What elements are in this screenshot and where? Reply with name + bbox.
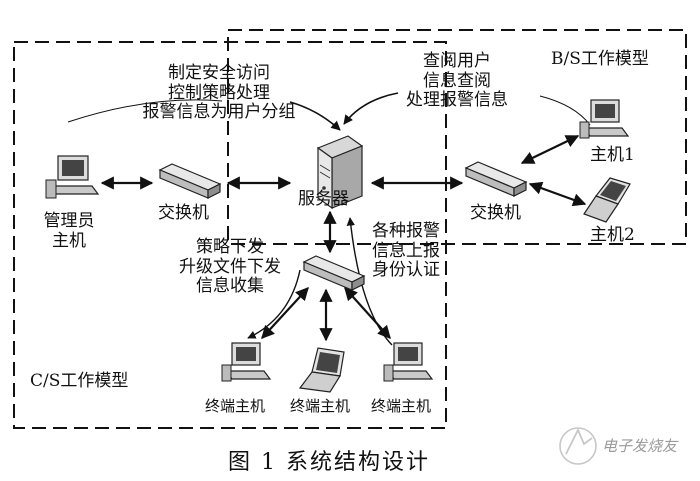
watermark-text: 电子发烧友 xyxy=(602,437,678,455)
host2-label: 主机2 xyxy=(590,225,635,245)
switch-cs-icon xyxy=(302,255,366,291)
server-icon xyxy=(316,135,364,210)
link-bsswitch-host1 xyxy=(520,135,580,164)
policy-down-line-2: 升级文件下发 xyxy=(179,256,281,277)
admin-policy-line-1: 制定安全访问 xyxy=(168,63,270,83)
policy-down-annotation: 策略下发 升级文件下发 信息收集 xyxy=(164,237,296,297)
terminal-2-label: 终端主机 xyxy=(290,397,351,415)
alarm-up-line-1: 各种报警 xyxy=(372,221,440,241)
switch-left-label: 交换机 xyxy=(158,203,209,223)
bs-annotation-line xyxy=(539,95,591,126)
admin-policy-line-2: 控制策略处理 xyxy=(168,82,270,103)
alarm-up-annotation: 各种报警 信息上报 身份认证 xyxy=(360,221,452,281)
user-query-arrow xyxy=(343,92,399,125)
terminal-1-label: 终端主机 xyxy=(205,397,266,415)
alarm-up-line-2: 信息上报 xyxy=(372,240,440,261)
terminal3-computer-icon xyxy=(383,342,434,382)
server-label: 服务器 xyxy=(298,189,349,209)
figure-caption: 图 1 系统结构设计 xyxy=(228,450,430,475)
admin-policy-line-3: 报警信息为用户分组 xyxy=(142,102,296,123)
cs-region-label: C/S工作模型 xyxy=(30,371,129,391)
policy-down-line-1: 策略下发 xyxy=(196,237,264,257)
bs-region-label: B/S工作模型 xyxy=(551,49,649,69)
switch-left-icon xyxy=(158,163,222,199)
terminal2-laptop-icon xyxy=(298,347,345,393)
watermark-logo-icon xyxy=(559,427,597,465)
host2-laptop-icon xyxy=(583,177,631,223)
admin-to-server-arrow xyxy=(289,101,341,131)
user-query-line-3: 处理报警信息 xyxy=(406,90,508,111)
terminal-3-label: 终端主机 xyxy=(371,397,432,415)
user-query-line-1: 查阅用户 xyxy=(423,51,491,71)
switch-right-label: 交换机 xyxy=(470,203,521,223)
admin-computer-icon xyxy=(45,155,100,199)
admin-policy-annotation: 制定安全访问 控制策略处理 报警信息为用户分组 xyxy=(124,63,314,123)
policy-down-line-3: 信息收集 xyxy=(196,276,264,297)
alarm-up-line-3: 身份认证 xyxy=(372,260,440,281)
user-query-line-2: 信息查阅 xyxy=(423,70,491,91)
terminal1-computer-icon xyxy=(221,342,272,382)
switch-right-icon xyxy=(464,161,528,197)
admin-host-label: 管理员 主机 xyxy=(34,211,104,251)
link-csswitch-terminal3 xyxy=(344,287,391,339)
admin-annotation-line xyxy=(67,99,223,123)
link-csswitch-terminal1 xyxy=(261,287,309,339)
admin-host-line-1: 管理员 xyxy=(43,211,95,231)
host1-computer-icon xyxy=(579,99,630,139)
user-query-annotation: 查阅用户 信息查阅 处理报警信息 xyxy=(392,51,522,111)
cs-region-box xyxy=(13,41,447,429)
admin-host-line-2: 主机 xyxy=(52,230,86,251)
host1-label: 主机1 xyxy=(590,145,635,165)
link-bsswitch-host2 xyxy=(528,181,587,207)
